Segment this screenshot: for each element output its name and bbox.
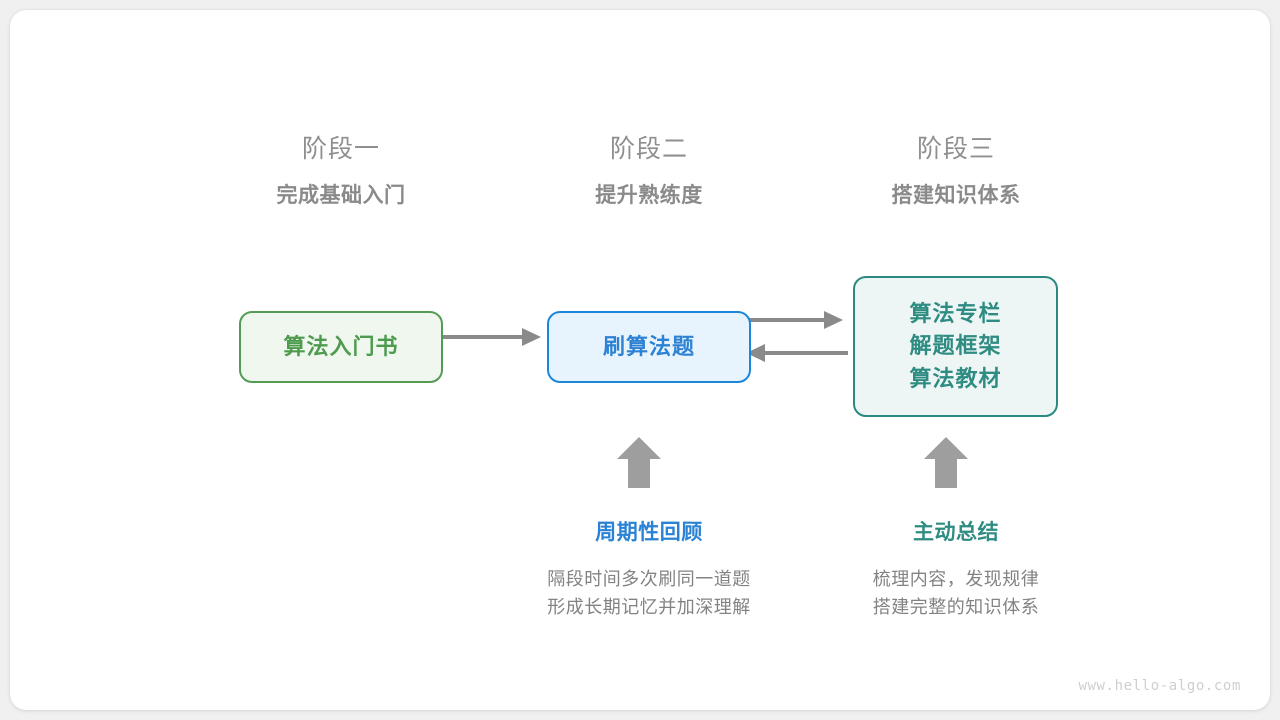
annotation-active-summary-desc-line-2: 搭建完整的知识体系 [872,596,1040,617]
stage-header-3: 阶段三 搭建知识体系 [826,135,1086,207]
arrow-practice-to-system [741,311,843,329]
stage-number-2: 阶段二 [609,135,688,163]
annotation-periodic-review-desc-line-1: 隔段时间多次刷同一道题 [547,569,751,589]
stage-title-1: 完成基础入门 [276,184,406,207]
node-knowledge-system-line-1: 算法专栏 [909,301,1002,326]
node-knowledge-system-line-3: 算法教材 [909,365,1002,391]
node-algorithm-book-label: 算法入门书 [283,333,399,359]
node-algorithm-book[interactable]: 算法入门书 [239,311,443,383]
stage-title-2: 提升熟练度 [595,184,703,207]
node-practice-problems[interactable]: 刷算法题 [547,311,751,383]
stage-number-3: 阶段三 [916,135,995,163]
annotation-active-summary-desc: 梳理内容，发现规律 搭建完整的知识体系 [806,566,1106,622]
arrow-up-summary-icon [924,437,968,488]
annotation-active-summary-title: 主动总结 [913,521,999,544]
node-knowledge-system-line-2: 解题框架 [909,333,1002,359]
watermark: www.hello-algo.com [1078,678,1241,694]
node-practice-problems-label: 刷算法题 [602,333,695,359]
annotation-periodic-review: 周期性回顾 隔段时间多次刷同一道题 形成长期记忆并加深理解 [499,522,799,622]
node-knowledge-system[interactable]: 算法专栏 解题框架 算法教材 [853,276,1058,417]
arrow-system-to-practice [746,344,848,362]
arrow-book-to-practice [433,328,541,346]
annotation-periodic-review-title: 周期性回顾 [595,521,703,544]
annotation-active-summary-desc-line-1: 梳理内容，发现规律 [872,569,1040,589]
annotation-periodic-review-desc-line-2: 形成长期记忆并加深理解 [547,596,751,617]
stage-header-1: 阶段一 完成基础入门 [211,135,471,207]
annotation-periodic-review-desc: 隔段时间多次刷同一道题 形成长期记忆并加深理解 [499,566,799,622]
arrow-up-review-icon [617,437,661,488]
stage-title-3: 搭建知识体系 [891,184,1021,207]
stage-header-2: 阶段二 提升熟练度 [519,135,779,207]
diagram-card: 阶段一 完成基础入门 阶段二 提升熟练度 阶段三 搭建知识体系 [10,10,1270,710]
stage-number-1: 阶段一 [301,135,380,163]
annotation-active-summary: 主动总结 梳理内容，发现规律 搭建完整的知识体系 [806,522,1106,622]
